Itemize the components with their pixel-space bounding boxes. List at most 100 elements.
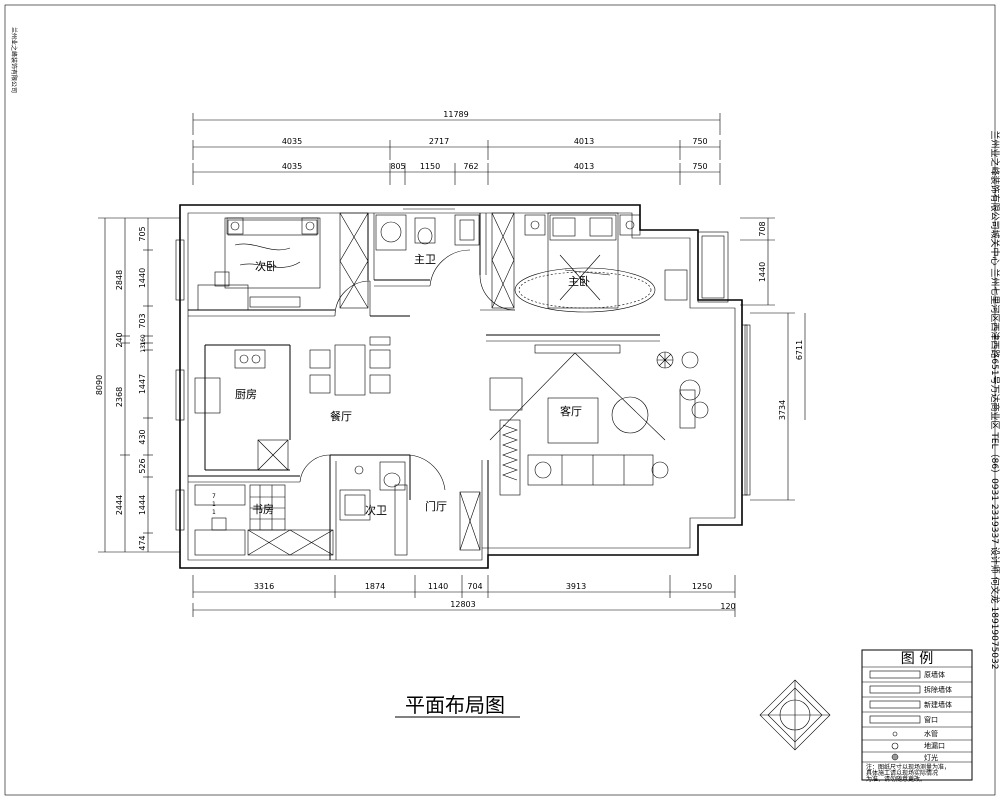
coffee-table-icon xyxy=(547,397,599,444)
desk-icon xyxy=(197,284,249,311)
chair-icon xyxy=(309,374,331,394)
top-dimensions: 11789 4035 2717 4013 750 4035 805 1150 7… xyxy=(192,110,721,185)
bottom-dimensions: 3316 1874 1140 704 3913 1250 12803 120 xyxy=(192,575,736,617)
legend-item-4: 水管 xyxy=(924,729,938,738)
bed-icon xyxy=(547,212,619,309)
legend: 图 例 原墙体 拆除墙体 新建墙体 窗口 水管 地漏口 灯光 注：图纸尺寸以现场… xyxy=(861,649,973,783)
dim-top3-3: 762 xyxy=(463,162,478,171)
dim-bottom-0: 3316 xyxy=(254,582,274,591)
legend-note-0: 注：图纸尺寸以现场测量为准， xyxy=(866,763,950,771)
sink-icon xyxy=(194,377,221,414)
dim-left-b2: 703 xyxy=(138,313,147,328)
label-study: 书房 xyxy=(252,503,274,516)
dim-left-a1: 240 xyxy=(115,332,124,347)
bed-icon xyxy=(224,217,321,289)
dim-top3-0: 4035 xyxy=(282,162,302,171)
sink-icon xyxy=(454,214,480,246)
room-labels: 次卧 主卫 主卧 厨房 餐厅 客厅 书房 次卫 门厅 7 1 1 xyxy=(212,253,590,517)
label-second-bath: 次卫 xyxy=(365,503,387,517)
dim-left-b0: 705 xyxy=(138,226,147,241)
dining-table-icon xyxy=(334,344,366,396)
study-note-0: 7 xyxy=(212,493,216,500)
dim-left-b3: 160 xyxy=(140,334,147,346)
dim-bottom-total: 12803 xyxy=(450,600,475,609)
dim-right-a0: 708 xyxy=(758,221,767,236)
furniture xyxy=(194,212,709,556)
windows xyxy=(175,231,751,531)
wardrobe-icon xyxy=(491,212,515,309)
armchair-icon xyxy=(489,377,523,411)
compass-icon xyxy=(759,679,831,751)
dim-right-a1: 1440 xyxy=(758,262,767,282)
dim-left-a0: 2848 xyxy=(115,270,124,290)
dim-bottom-3: 704 xyxy=(467,582,482,591)
drawing-border xyxy=(4,4,996,796)
nightstand-icon xyxy=(301,217,319,235)
wardrobe-icon xyxy=(339,212,369,309)
towel-rack-icon xyxy=(394,484,408,556)
door-swing-icon xyxy=(334,280,371,317)
legend-title: 图 例 xyxy=(901,651,933,667)
sofa-bed-icon xyxy=(194,484,246,506)
dim-bottom-extra: 120 xyxy=(720,602,735,611)
dim-left-a2: 2368 xyxy=(115,387,124,407)
label-second-bedroom: 次卧 xyxy=(255,259,277,273)
legend-item-2: 新建墙体 xyxy=(924,700,952,709)
right-dimensions: 708 1440 3734 6711 xyxy=(740,217,806,501)
label-main-bath: 主卫 xyxy=(414,253,436,266)
dim-top-total: 11789 xyxy=(443,110,468,119)
dim-left-b1: 1440 xyxy=(138,268,147,288)
chair-icon xyxy=(211,517,227,531)
dim-left-b8: 1444 xyxy=(138,495,147,515)
legend-item-5: 地漏口 xyxy=(924,741,945,750)
dim-top3-1: 805 xyxy=(390,162,405,171)
plant-icon xyxy=(656,351,699,369)
nightstand-icon xyxy=(524,214,546,236)
sink-icon xyxy=(339,489,371,521)
legend-item-1: 拆除墙体 xyxy=(924,685,952,694)
label-dining: 餐厅 xyxy=(330,409,352,423)
legend-item-6: 灯光 xyxy=(924,753,938,762)
dim-left-b7: 526 xyxy=(138,458,147,473)
round-chair-icon xyxy=(611,396,649,434)
study-note-2: 1 xyxy=(212,509,216,516)
study-note-1: 1 xyxy=(212,501,216,508)
dim-left-b6: 430 xyxy=(138,429,147,444)
dim-top3-4: 4013 xyxy=(574,162,594,171)
dim-bottom-4: 3913 xyxy=(566,582,586,591)
nightstand-icon xyxy=(226,217,244,235)
dim-left-total: 8090 xyxy=(95,375,104,395)
label-living: 客厅 xyxy=(560,404,582,418)
company-info: 兰州业之峰装饰有限公司城关中心 兰州七里河区西津西路651号万达商业区 TEL（… xyxy=(989,131,1000,670)
dim-right-b0: 6711 xyxy=(795,340,804,360)
rug-icon xyxy=(514,267,656,313)
legend-item-0: 原墙体 xyxy=(924,670,945,679)
tv-cabinet-icon xyxy=(534,344,621,354)
label-kitchen: 厨房 xyxy=(235,388,257,401)
dim-top3-2: 1150 xyxy=(420,162,440,171)
dim-left-b9: 474 xyxy=(138,535,147,550)
drawing-title: 平面布局图 xyxy=(405,693,505,717)
dim-top3-5: 750 xyxy=(692,162,707,171)
stove-icon xyxy=(234,349,266,369)
chair-icon xyxy=(369,374,391,394)
legend-note-1: 具体施工请以现场实际情况 xyxy=(866,769,938,777)
toilet-icon xyxy=(414,217,436,244)
washer-icon xyxy=(375,214,407,251)
dim-left-b5: 1447 xyxy=(138,374,147,394)
chair-icon xyxy=(369,349,391,369)
left-dimensions: 8090 2848 240 2368 2444 705 1440 703 160… xyxy=(95,217,180,553)
dim-top2-2: 4013 xyxy=(574,137,594,146)
dim-top2-0: 4035 xyxy=(282,137,302,146)
legend-item-3: 窗口 xyxy=(924,715,938,724)
dim-bottom-1: 1874 xyxy=(365,582,385,591)
chair-icon xyxy=(309,349,331,369)
cabinet-icon xyxy=(499,419,521,496)
dim-top2-1: 2717 xyxy=(429,137,449,146)
dim-left-a3: 2444 xyxy=(115,495,124,515)
dim-left-b4: 131 xyxy=(140,341,147,353)
toilet-icon xyxy=(379,461,406,491)
dim-top2-3: 750 xyxy=(692,137,707,146)
label-master-bedroom: 主卧 xyxy=(568,275,590,288)
